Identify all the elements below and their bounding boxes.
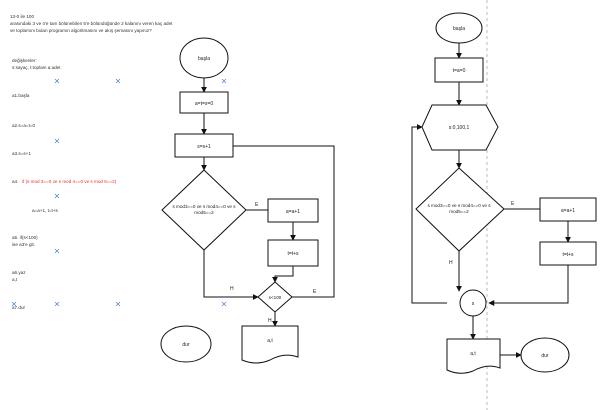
flow1-add-node <box>267 198 319 223</box>
variables-list: s:sayaç, t:toplam a:adet <box>12 65 61 70</box>
edge-cond2-yes <box>224 143 335 298</box>
grid-marker-icon <box>115 78 121 84</box>
flow1-cond1-yes-label: E <box>255 202 259 208</box>
step-a3: a3.s=s+1 <box>12 151 31 156</box>
flow1-cond1-node <box>161 169 247 251</box>
flow1-cond2-yes-label: E <box>313 289 317 295</box>
flow2-sum-label: t=t+s <box>562 252 574 258</box>
flowchart-2: başla t=a=0 s:0,100,1 s mod3==0 ve s mod… <box>411 12 597 374</box>
flow2-add-label: a=a+1 <box>561 208 575 214</box>
flow2-start-label: başla <box>453 26 465 32</box>
grid-marker-icon <box>221 301 227 307</box>
flow2-sum-node <box>539 241 597 266</box>
flow2-cond1-label-line2: mod5==2 <box>449 209 469 214</box>
step-a7: a7.dur <box>12 305 25 310</box>
flow1-start-label: başla <box>198 56 210 62</box>
flow1-output-node <box>241 325 299 364</box>
flow1-end-label: dur <box>182 342 190 348</box>
flow1-cond1-label-line2: mod5==2 <box>194 210 214 215</box>
edge2-sum-connector <box>488 265 569 306</box>
flow2-init-label: t=a=0 <box>453 68 466 74</box>
flow2-cond1-label-line1: s mod3==0 ve s mod4==0 ve s <box>427 203 491 208</box>
flow2-connector-node <box>459 289 487 317</box>
flow2-add-node <box>539 197 597 222</box>
flow2-end-node <box>520 337 570 373</box>
flow2-init-node <box>434 57 484 83</box>
flow2-end-label: dur <box>541 353 549 359</box>
flow1-cond2-node <box>257 281 293 313</box>
flow2-cond1-node <box>415 167 505 252</box>
title-line-3: ve toplamını bulan programın algoritması… <box>10 28 152 33</box>
flow1-cond1-label-line1: s mod3==0 ve s mod4==0 ve s <box>172 204 236 209</box>
flow1-cond2-no-label: H <box>268 318 272 324</box>
step-a5-then: ise a3'e git. <box>12 242 35 247</box>
step-a6-values: a,t <box>12 277 18 282</box>
flow2-cond1-no-label: H <box>449 260 453 266</box>
flow2-start-node <box>435 12 483 44</box>
grid-marker-icon <box>54 301 60 307</box>
flow1-end-node <box>160 325 212 363</box>
grid-marker-icon <box>54 193 60 199</box>
grid-marker-icon <box>54 248 60 254</box>
flow1-add-label: a=a+1 <box>286 209 300 215</box>
flow1-cond1-no-label: H <box>230 286 234 292</box>
flow1-inc-label: s=s+1 <box>197 144 211 150</box>
step-a5: a5. if(s<100) <box>12 235 38 240</box>
flow1-cond2-label: s<100 <box>269 295 282 300</box>
problem-statement: 13-0 ile 100 arasındaki 3 ve 4'e tam böl… <box>10 14 173 33</box>
flow1-sum-node <box>267 239 319 267</box>
grid-marker-icon <box>54 138 60 144</box>
flow2-connector-label: s <box>472 301 475 307</box>
flow1-init-label: a=t=s=0 <box>195 101 213 107</box>
step-a4: if (s mod 3==0 ve s mod 4==0 ve s mod 5=… <box>22 179 117 184</box>
flow1-inc-node <box>174 133 234 158</box>
step-a2: a2.s=a=t=0 <box>12 123 36 128</box>
edge-cond1-no <box>203 250 259 300</box>
edge-sum-cond2 <box>272 266 294 283</box>
step-a6: a6.yaz <box>12 270 26 275</box>
flowchart-1: başla a=t=s=0 s=s+1 s mod3==0 ve s mod4=… <box>160 37 335 364</box>
flow1-sum-label: t=t+s <box>287 251 299 257</box>
grid-marker-icon <box>115 301 121 307</box>
grid-markers <box>11 78 227 307</box>
step-a4-then: a=a+1, t=t+s <box>32 208 59 213</box>
flow2-loop-node <box>421 104 499 151</box>
variables-heading: değişkenler: <box>12 58 37 63</box>
algorithm-steps: değişkenler: s:sayaç, t:toplam a:adet a1… <box>12 58 117 310</box>
step-a4-prefix: a4. <box>12 179 18 184</box>
title-line-2: arasındaki 3 ve 4'e tam bölünebilen 5'e … <box>10 21 173 26</box>
flow2-output-node <box>446 338 501 374</box>
grid-marker-icon <box>54 78 60 84</box>
flow1-start-node <box>179 37 229 79</box>
flow2-output-label: a,t <box>470 351 476 357</box>
flow1-init-node <box>179 91 229 114</box>
title-line-1: 13-0 ile 100 <box>10 14 34 19</box>
grid-marker-icon <box>221 78 227 84</box>
step-a1: a1.başla <box>12 93 30 98</box>
flow1-output-label: a,t <box>267 338 273 344</box>
flow2-loop-label: s:0,100,1 <box>449 125 470 131</box>
grid-marker-icon <box>11 301 17 307</box>
edge2-connector-loop <box>411 124 447 304</box>
flow2-cond1-yes-label: E <box>511 201 515 207</box>
